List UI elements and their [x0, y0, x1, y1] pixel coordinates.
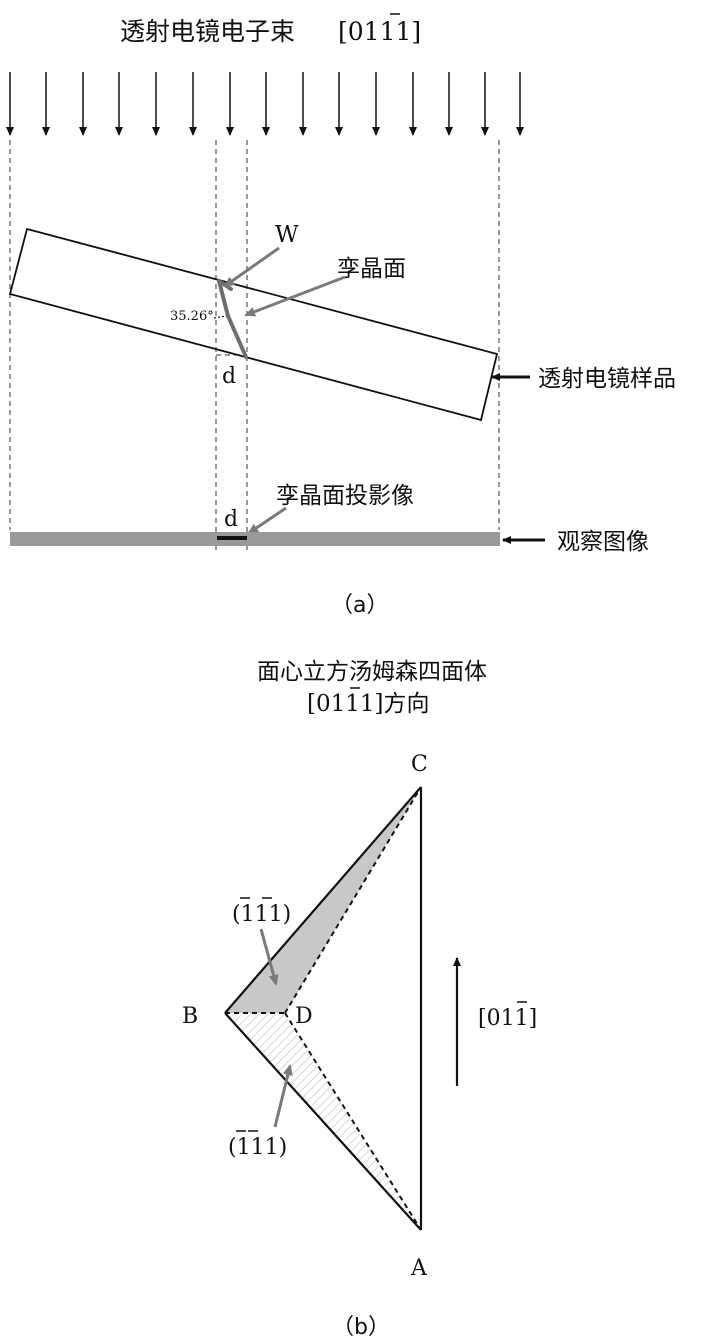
d-label-image: d	[224, 507, 238, 532]
projection-label: 孪晶面投影像	[276, 483, 414, 509]
panel-b: 面心立方汤姆森四面体 [0111]方向 C B D A (111) (111)	[182, 659, 537, 1340]
d-label-sample: d	[222, 364, 236, 389]
vertex-d-label: D	[295, 1004, 313, 1029]
caption-b: （b）	[332, 1315, 390, 1340]
panel-b-title-line2: [0111]方向	[307, 691, 430, 717]
vertex-a-label: A	[410, 1256, 428, 1281]
image-label: 观察图像	[557, 529, 649, 555]
tem-sample-slab	[10, 229, 497, 420]
projection-guides	[10, 140, 499, 552]
angle-label: 35.26°	[170, 309, 214, 324]
w-label: W	[275, 222, 299, 248]
twin-plane-trace	[219, 281, 246, 357]
w-pointer-arrow	[225, 248, 279, 286]
beam-label: 透射电镜电子束	[120, 17, 295, 46]
sample-label: 透射电镜样品	[538, 366, 676, 392]
twin-plane-label: 孪晶面	[337, 256, 406, 282]
edge-da	[285, 1013, 421, 1230]
panel-a: 透射电镜电子束 [0111]	[10, 14, 676, 618]
plane-upper-label: (111)	[232, 902, 291, 927]
panel-b-title-line1: 面心立方汤姆森四面体	[257, 659, 487, 685]
direction-label: [011]	[478, 1006, 537, 1031]
beam-direction: [0111]	[338, 17, 421, 46]
edge-ba	[225, 1013, 421, 1230]
projection-pointer-arrow	[249, 508, 286, 533]
caption-a: （a）	[331, 593, 388, 618]
vertex-c-label: C	[411, 752, 428, 777]
electron-beam-arrows	[10, 72, 520, 135]
edge-bc	[225, 787, 421, 1013]
plane-lower-label: (111)	[228, 1135, 287, 1160]
angle-arc	[214, 316, 226, 318]
vertex-b-label: B	[182, 1004, 198, 1029]
observation-image-bar	[10, 532, 500, 546]
